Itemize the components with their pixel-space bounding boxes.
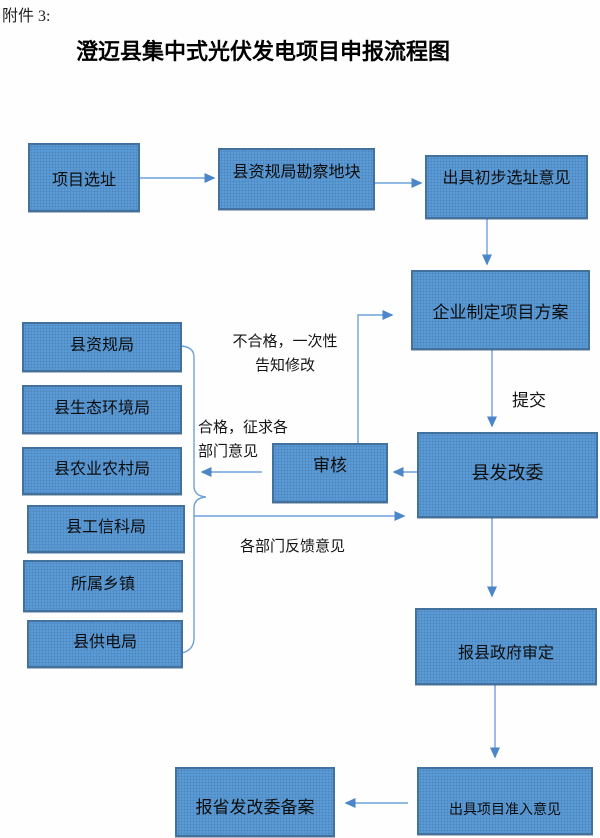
node-enterprise-project-plan: 企业制定项目方案	[411, 270, 590, 350]
edge-label-approve-line2: 部门意见	[198, 444, 259, 460]
page-title: 澄迈县集中式光伏发电项目申报流程图	[76, 39, 451, 64]
node-project-site-selection: 项目选址	[28, 143, 140, 212]
node-label: 县资规局勘察地块	[232, 164, 361, 181]
node-preliminary-site-opinion: 出具初步选址意见	[425, 155, 588, 219]
edge-label-feedback: 各部门反馈意见	[240, 539, 346, 555]
node-label: 县资规局	[69, 337, 134, 354]
node-dept-natural-resources: 县资规局	[22, 322, 182, 372]
node-label: 县生态环境局	[53, 399, 150, 417]
node-dept-power-supply: 县供电局	[27, 620, 183, 668]
node-county-drc: 县发改委	[417, 432, 598, 518]
node-label: 县发改委	[471, 463, 544, 483]
node-report-county-government: 报县政府审定	[415, 608, 597, 685]
node-label: 所属乡镇	[70, 576, 135, 593]
edge-label-reject: 不合格，一次性 告知修改	[228, 330, 342, 378]
edge-label-approve-line1: 合格，征求各	[198, 420, 289, 436]
node-label: 审核	[313, 455, 347, 475]
node-dept-agriculture-rural: 县农业农村局	[22, 447, 182, 495]
attachment-label: 附件 3:	[2, 8, 51, 25]
node-dept-township: 所属乡镇	[23, 560, 183, 612]
node-project-admission-opinion: 出具项目准入意见	[417, 767, 593, 835]
node-provincial-drc-filing: 报省发改委备案	[175, 767, 335, 837]
node-label: 县工信科局	[65, 519, 146, 536]
node-dept-ecology-environment: 县生态环境局	[22, 385, 182, 434]
edge-label-submit: 提交	[512, 391, 546, 410]
node-label: 企业制定项目方案	[432, 302, 569, 322]
edge-label-reject-line1: 不合格，一次性	[232, 334, 338, 350]
edge-label-reject-line2: 告知修改	[254, 358, 315, 374]
node-label: 县供电局	[72, 634, 137, 651]
node-label: 出具项目准入意见	[449, 803, 561, 818]
node-review: 审核	[272, 443, 388, 503]
arrow-review-to-plan-reject	[357, 310, 394, 443]
node-label: 项目选址	[51, 171, 116, 189]
node-label: 出具初步选址意见	[442, 170, 571, 187]
node-label: 县农业农村局	[53, 461, 150, 478]
node-dept-industry-info-science: 县工信科局	[27, 505, 185, 553]
edge-label-approve: 合格，征求各 部门意见	[198, 416, 288, 464]
node-county-bureau-survey-parcel: 县资规局勘察地块	[218, 148, 375, 210]
node-label: 报省发改委备案	[195, 797, 315, 817]
node-label: 报县政府审定	[457, 644, 554, 662]
departments-group-brace	[180, 345, 207, 654]
